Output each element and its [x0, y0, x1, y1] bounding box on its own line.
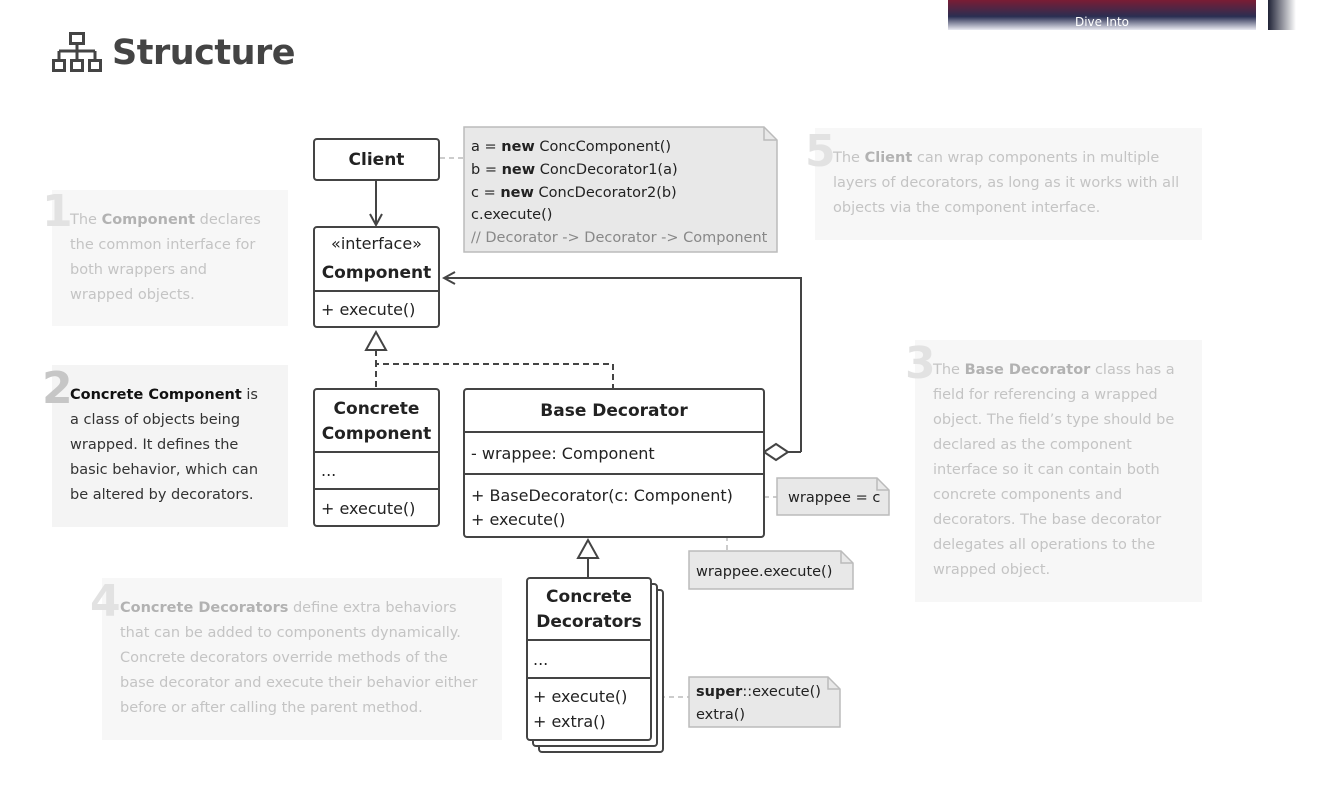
- aggregation-diamond: [762, 442, 790, 462]
- super-note-line-1: super::execute(): [696, 684, 821, 700]
- client-class[interactable]: Client: [313, 138, 440, 181]
- client-code-comment: // Decorator -> Decorator -> Component: [471, 230, 768, 246]
- note-text: The Client can wrap components in multip…: [833, 150, 1180, 216]
- concrete-decorators-execute: + execute(): [533, 687, 627, 706]
- aggregation-line: [444, 278, 802, 452]
- wrappee-note-text: wrappee = c: [788, 490, 880, 506]
- component-method: + execute(): [321, 300, 415, 319]
- client-code-line-3: c = new ConcDecorator2(b): [471, 185, 677, 201]
- super-note: super::execute() extra(): [688, 676, 841, 728]
- component-stereotype: «interface»: [331, 234, 422, 253]
- execute-note-text: wrappee.execute(): [696, 564, 832, 580]
- component-interface[interactable]: «interface» Component + execute(): [313, 226, 440, 328]
- concrete-decorators-extra: + extra(): [533, 712, 606, 731]
- client-code-line-2: b = new ConcDecorator1(a): [471, 162, 678, 178]
- concrete-decorators-name-line2: Decorators: [536, 612, 642, 632]
- note-number: 3: [905, 338, 936, 389]
- note-text: The Component declares the common interf…: [70, 212, 261, 303]
- client-code-line-1: a = new ConcComponent(): [471, 139, 671, 155]
- banner-edge: [1268, 0, 1308, 30]
- note-concrete-decorators: 4 Concrete Decorators define extra behav…: [90, 578, 502, 740]
- base-decorator-execute: + execute(): [471, 510, 565, 529]
- banner-label: Dive Into: [1074, 15, 1130, 29]
- client-code-line-4: c.execute(): [471, 207, 552, 223]
- wrappee-note: wrappee = c: [776, 477, 890, 516]
- concrete-component-name-line2: Component: [322, 424, 432, 444]
- client-code-note: a = new ConcComponent() b = new ConcDeco…: [463, 126, 778, 253]
- concrete-component-name-line1: Concrete: [334, 399, 420, 419]
- note-component: 1 The Component declares the common inte…: [42, 190, 288, 326]
- sitemap-icon: [52, 32, 102, 72]
- note-term: Component: [101, 212, 196, 228]
- top-banner[interactable]: Dive Into: [948, 0, 1256, 30]
- note-term: Base Decorator: [964, 362, 1091, 378]
- note-number: 4: [90, 576, 121, 627]
- concrete-decorators-class[interactable]: Concrete Decorators ... + execute() + ex…: [526, 577, 664, 753]
- note-text: Concrete Component is a class of objects…: [70, 387, 259, 503]
- note-term: Concrete Decorators: [120, 600, 289, 616]
- client-class-name: Client: [349, 150, 405, 170]
- note-term: Client: [864, 150, 913, 166]
- note-term: Concrete Component: [70, 387, 242, 403]
- base-decorator-class[interactable]: Base Decorator - wrappee: Component + Ba…: [463, 388, 765, 538]
- concrete-component-class[interactable]: Concrete Component ... + execute(): [313, 388, 440, 527]
- concrete-component-fields: ...: [321, 461, 336, 480]
- concrete-component-method: + execute(): [321, 499, 415, 518]
- concrete-decorators-name-line1: Concrete: [546, 587, 632, 607]
- note-concrete-component: 2 Concrete Component is a class of objec…: [42, 365, 288, 527]
- realization-triangle: [364, 329, 388, 351]
- note-base-decorator: 3 The Base Decorator class has a field f…: [905, 340, 1202, 602]
- super-note-line-2: extra(): [696, 707, 745, 723]
- base-decorator-field: - wrappee: Component: [471, 444, 655, 463]
- component-name: Component: [322, 263, 432, 283]
- base-decorator-name: Base Decorator: [540, 401, 688, 421]
- execute-note: wrappee.execute(): [688, 550, 854, 590]
- realization-dashed-line: [375, 363, 614, 389]
- base-decorator-constructor: + BaseDecorator(c: Component): [471, 486, 733, 505]
- inheritance-triangle: [576, 537, 600, 559]
- note-text: The Base Decorator class has a field for…: [933, 362, 1175, 578]
- page-title-text: Structure: [112, 33, 296, 73]
- note-text: Concrete Decorators define extra behavio…: [120, 600, 478, 716]
- concrete-decorators-fields: ...: [533, 650, 548, 669]
- note-client: 5 The Client can wrap components in mult…: [805, 128, 1202, 240]
- note-number: 2: [42, 363, 73, 414]
- note-number: 5: [805, 126, 836, 177]
- note-number: 1: [42, 186, 73, 237]
- page-title: Structure: [52, 28, 296, 78]
